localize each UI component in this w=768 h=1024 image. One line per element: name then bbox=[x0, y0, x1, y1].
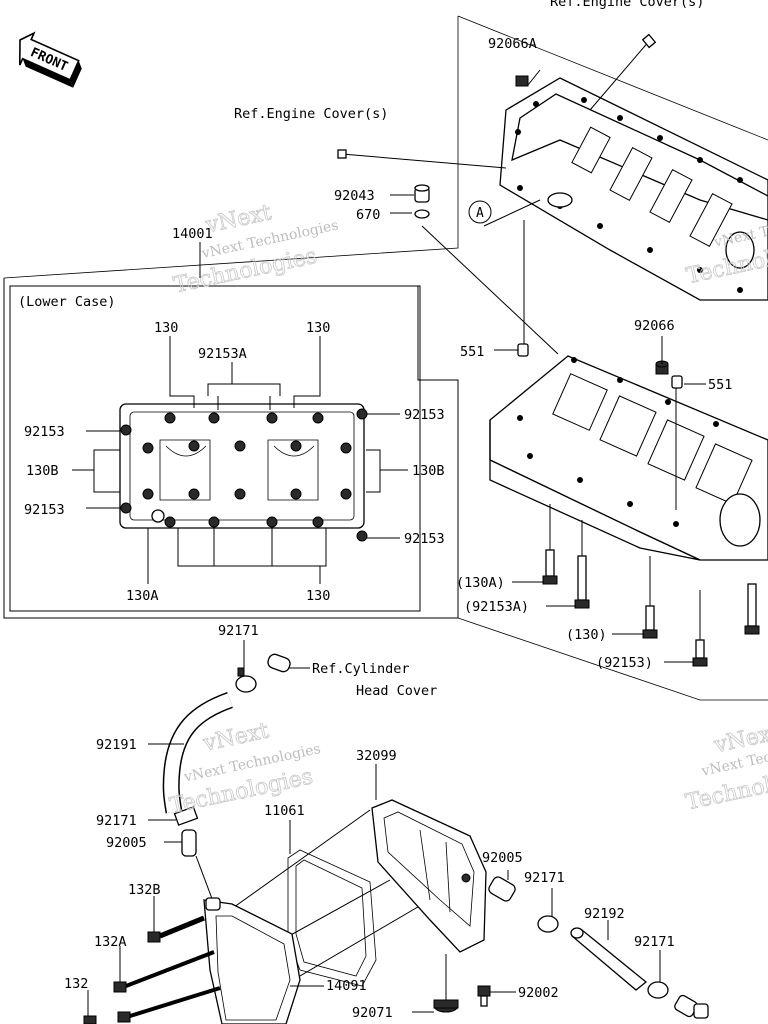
breather-plate-14091 bbox=[203, 897, 301, 1024]
plug-92043 bbox=[414, 184, 430, 203]
dowel-551-right bbox=[671, 375, 683, 389]
bolt-132A bbox=[113, 950, 215, 993]
label-92171-mid: 92171 bbox=[96, 813, 137, 829]
bolts-lower bbox=[542, 504, 760, 667]
leaders-breather bbox=[87, 870, 661, 1016]
label-92153A: 92153A bbox=[198, 346, 247, 362]
label-92171-top: 92171 bbox=[218, 623, 259, 639]
lower-case-inner-frame bbox=[9, 285, 421, 612]
label-92005-left: 92005 bbox=[106, 835, 147, 851]
label-92043: 92043 bbox=[334, 188, 375, 204]
watermark-top: vNext vNext Technologies Technologies bbox=[171, 200, 340, 299]
leaders-upper bbox=[199, 39, 651, 355]
label-130A-paren: (130A) bbox=[456, 575, 505, 591]
grommet-92071 bbox=[433, 999, 459, 1013]
label-92153-r1: 92153 bbox=[404, 407, 445, 423]
lower-case-outer-frame bbox=[3, 278, 459, 619]
hose-92005-left bbox=[181, 829, 197, 857]
dowel-pin-icon bbox=[641, 33, 657, 49]
label-130B-l: 130B bbox=[26, 463, 59, 479]
label-130-b: 130 bbox=[306, 588, 330, 604]
label-92005-right: 92005 bbox=[482, 850, 523, 866]
o-ring-670 bbox=[414, 209, 430, 219]
label-92153A-paren: (92153A) bbox=[464, 599, 529, 615]
label-92071: 92071 bbox=[352, 1005, 393, 1021]
bolt-132-b bbox=[83, 1015, 97, 1024]
label-551-right: 551 bbox=[708, 377, 732, 393]
label-92066: 92066 bbox=[634, 318, 675, 334]
dowel-pin-icon bbox=[337, 149, 347, 159]
label-92066A: 92066A bbox=[488, 36, 537, 52]
label-92171-r1: 92171 bbox=[524, 870, 565, 886]
label-132: 132 bbox=[64, 976, 88, 992]
front-arrow-icon: FRONT bbox=[18, 31, 82, 88]
label-670: 670 bbox=[356, 207, 380, 223]
label-ref-cylinder-2: Head Cover bbox=[356, 683, 437, 699]
bolt-92002 bbox=[477, 985, 491, 1007]
label-14091: 14091 bbox=[326, 978, 367, 994]
label-130A: 130A bbox=[126, 588, 159, 604]
label-92153-l2: 92153 bbox=[24, 502, 65, 518]
lower-case-top-view bbox=[119, 403, 368, 542]
svg-text:A: A bbox=[476, 206, 484, 221]
label-130-paren: (130) bbox=[566, 627, 607, 643]
label-14001: 14001 bbox=[172, 226, 213, 242]
label-ref-engine-cover-top: Ref.Engine Cover(s) bbox=[550, 0, 704, 10]
leaders-lower-case bbox=[72, 336, 408, 584]
section-title: (Lower Case) bbox=[18, 294, 116, 310]
label-11061: 11061 bbox=[264, 803, 305, 819]
lower-crankcase bbox=[457, 355, 768, 701]
bolt-132-a bbox=[117, 986, 221, 1023]
leaders-lower-right bbox=[494, 336, 706, 663]
label-130B-r: 130B bbox=[412, 463, 445, 479]
label-130-tl: 130 bbox=[154, 320, 178, 336]
label-92153-r2: 92153 bbox=[404, 531, 445, 547]
label-ref-engine-cover: Ref.Engine Cover(s) bbox=[234, 106, 388, 122]
label-551-left: 551 bbox=[460, 344, 484, 360]
elbow-fitting bbox=[674, 994, 709, 1019]
hose-92192 bbox=[570, 927, 648, 991]
label-132A: 132A bbox=[94, 934, 127, 950]
bolt-132B bbox=[147, 915, 205, 943]
label-92002: 92002 bbox=[518, 985, 559, 1001]
fitting-ref-cylinder bbox=[267, 653, 291, 673]
upper-crankcase bbox=[3, 15, 768, 301]
label-132B: 132B bbox=[128, 882, 161, 898]
hose-clamp-92171-top bbox=[235, 667, 257, 693]
gasket-11061 bbox=[287, 849, 377, 987]
label-92171-r2: 92171 bbox=[634, 934, 675, 950]
label-32099: 32099 bbox=[356, 748, 397, 764]
label-92153-paren: (92153) bbox=[596, 655, 653, 671]
label-92153-l1: 92153 bbox=[24, 424, 65, 440]
cap-nut-92066A bbox=[515, 75, 529, 87]
hose-clamp-92171-r2 bbox=[647, 981, 669, 999]
hose-clamp-92171-mid bbox=[173, 806, 199, 826]
label-92192: 92192 bbox=[584, 906, 625, 922]
hose-clamp-92171-r1 bbox=[537, 915, 559, 933]
label-130-tr: 130 bbox=[306, 320, 330, 336]
label-ref-cylinder-1: Ref.Cylinder bbox=[312, 661, 410, 677]
breather-cover-32099 bbox=[371, 799, 487, 953]
callout-a: A bbox=[468, 200, 492, 224]
watermark-right: vNext vNext Technologies Technologies bbox=[683, 720, 768, 816]
dowel-551-left bbox=[517, 343, 529, 357]
hose-92005-right bbox=[488, 876, 516, 902]
label-92191: 92191 bbox=[96, 737, 137, 753]
svg-text:vNext: vNext bbox=[200, 718, 271, 756]
